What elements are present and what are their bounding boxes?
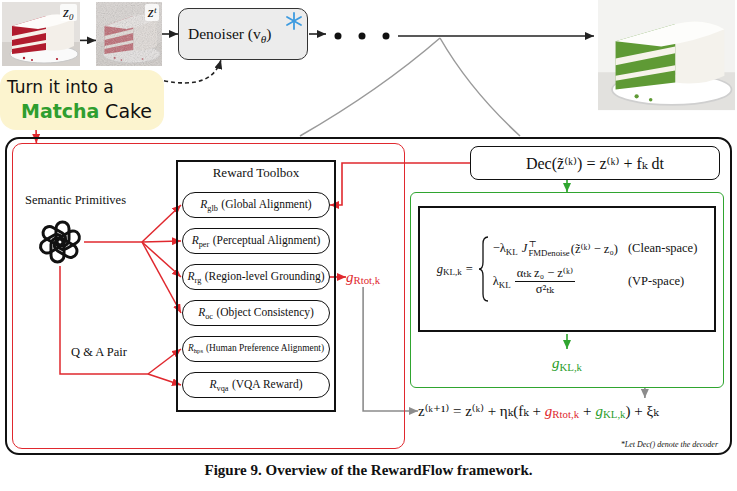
branch-label: Semantic Primitives xyxy=(25,193,126,207)
math-text: ⊤ xyxy=(528,240,569,249)
box-text: Denoiser (v xyxy=(188,25,261,42)
reward-text: (VQA Reward) xyxy=(232,378,303,390)
reward-text: R xyxy=(188,270,195,282)
detail-panel: *Let Dec() denote the decoder Semantic Pr… xyxy=(5,137,732,455)
reward-text: rg xyxy=(195,276,202,285)
math-text: αₜₖ z₀ − z⁽ᵏ⁾ xyxy=(515,266,575,283)
reward-item: Rper(Perceptual Alignment) xyxy=(182,228,330,254)
reward-text: (Perceptual Alignment) xyxy=(213,234,321,246)
image-frame: zᵗ xyxy=(96,2,162,66)
math-text: g xyxy=(552,355,560,371)
frozen-icon xyxy=(285,12,303,30)
denoiser-box: Denoiser (vθ) xyxy=(178,8,308,60)
noisy-image xyxy=(96,2,162,66)
reward-panel: Semantic Primitives Q & A Pair Reward Tool… xyxy=(12,143,405,449)
math-text: (Clean-space) xyxy=(628,241,697,256)
math-text: ) + ξₖ xyxy=(626,402,659,420)
reward-text: R xyxy=(200,198,207,210)
math-text: g xyxy=(545,403,553,420)
toolbox-box: Reward ToolboxRglb(Global Alignment)Rper… xyxy=(176,160,336,412)
connector xyxy=(330,276,346,278)
connector xyxy=(566,180,568,192)
reward-text: R xyxy=(210,378,217,390)
caption-box: Figure 9. Overview of the RewardFlow fra… xyxy=(0,461,737,479)
instruction-bubble: Turn it into aMatcha Cake xyxy=(0,70,164,130)
math-text: σ²ₜₖ xyxy=(536,282,554,298)
ellipsis-dots xyxy=(335,33,390,40)
math-text: Rtot,k xyxy=(552,408,579,420)
instruction-text: Matcha xyxy=(21,100,99,122)
connector xyxy=(164,60,221,83)
reward-item: Roc(Object Consistency) xyxy=(182,300,330,326)
math-text: KL,k xyxy=(560,361,583,373)
math-text: (VP-space) xyxy=(628,274,684,289)
connector xyxy=(330,163,470,205)
sampling-arrows xyxy=(309,34,594,36)
math-text: = xyxy=(466,262,473,277)
primitive-branches xyxy=(60,205,181,385)
reward-text: (Region-level Grounding) xyxy=(205,270,325,282)
instruction-text: Turn it into a xyxy=(7,76,158,98)
reward-text: hps xyxy=(194,347,203,354)
reward-text: per xyxy=(199,240,210,249)
box-text: ) xyxy=(266,25,271,42)
reward-text: R xyxy=(198,306,205,318)
instruction-text: Cake xyxy=(105,100,152,122)
math-text: KL,k xyxy=(443,267,462,277)
decoder-box: Dec(z̃⁽ᵏ⁾) = z⁽ᵏ⁾ + fₖ dt xyxy=(470,146,720,180)
math-text: Dec(z̃⁽ᵏ⁾) = z⁽ᵏ⁾ + fₖ dt xyxy=(526,154,664,173)
connector xyxy=(162,33,178,35)
footnote: *Let Dec() denote the decoder xyxy=(621,440,718,449)
reward-text: R xyxy=(192,234,199,246)
box-text: θ xyxy=(261,33,266,45)
math-text: KL xyxy=(499,280,511,290)
math-text: z⁽ᵏ⁺¹⁾ = z⁽ᵏ⁾ + ηₖ(fₖ + xyxy=(418,402,541,420)
kl-panel: gKL,kgKL,k=−λKLJ⊤FMDenoise(z̃⁽ᵏ⁾ − z₀)(C… xyxy=(410,192,724,388)
toolbox-title: Reward Toolbox xyxy=(178,162,334,181)
kl-formula-box: gKL,k=−λKLJ⊤FMDenoise(z̃⁽ᵏ⁾ − z₀)(Clean-… xyxy=(418,206,716,332)
update-formula: z⁽ᵏ⁺¹⁾ = z⁽ᵏ⁾ + ηₖ(fₖ +gRtot,k+gKL,k) + … xyxy=(418,398,728,424)
math-text: g xyxy=(437,262,443,277)
gpt-logo xyxy=(38,222,82,262)
math-text: (z̃⁽ᵏ⁾ − z₀) xyxy=(571,241,618,257)
reward-text: (Object Consistency) xyxy=(216,306,313,318)
reward-text: R xyxy=(188,343,194,353)
reward-text: glb xyxy=(207,204,218,213)
math-text: FMDenoise xyxy=(528,249,569,258)
reward-item: Rrg(Region-level Grounding) xyxy=(182,264,330,290)
math-text: Rtot,k xyxy=(354,274,381,286)
connector xyxy=(644,388,646,398)
math-text: J xyxy=(522,241,528,256)
kl-output-arrow xyxy=(567,334,568,349)
reward-text: vqa xyxy=(217,384,229,393)
case-brace xyxy=(479,236,489,302)
zoom-lines xyxy=(300,38,520,136)
math-text: −λ xyxy=(493,241,506,256)
connector xyxy=(80,40,96,42)
math-text: λ xyxy=(493,274,499,289)
branch-label: Q & A Pair xyxy=(71,345,127,359)
reward-text: oc xyxy=(205,312,213,321)
math-text: + xyxy=(583,403,591,420)
reward-item: Rglb(Global Alignment) xyxy=(182,192,330,218)
math-text: g xyxy=(596,403,604,420)
reward-item: Rvqa(VQA Reward) xyxy=(182,372,330,398)
math-text: KL,k xyxy=(603,408,626,420)
latent-label: zᵗ xyxy=(145,4,159,21)
reward-gradient-label: gRtot,k xyxy=(346,267,380,287)
math-text: KL xyxy=(506,247,518,257)
math-text: g xyxy=(346,269,354,286)
output-image xyxy=(598,0,735,110)
reward-text: (Global Alignment) xyxy=(221,198,311,210)
reward-item: Rhps(Human Preference Alignment) xyxy=(182,336,330,362)
figure-caption: Figure 9. Overview of the RewardFlow fra… xyxy=(205,462,533,478)
image-frame: z₀ xyxy=(2,2,80,66)
input-image xyxy=(2,2,80,66)
latent-label: z₀ xyxy=(60,4,77,21)
reward-text: (Human Preference Alignment) xyxy=(206,343,324,353)
